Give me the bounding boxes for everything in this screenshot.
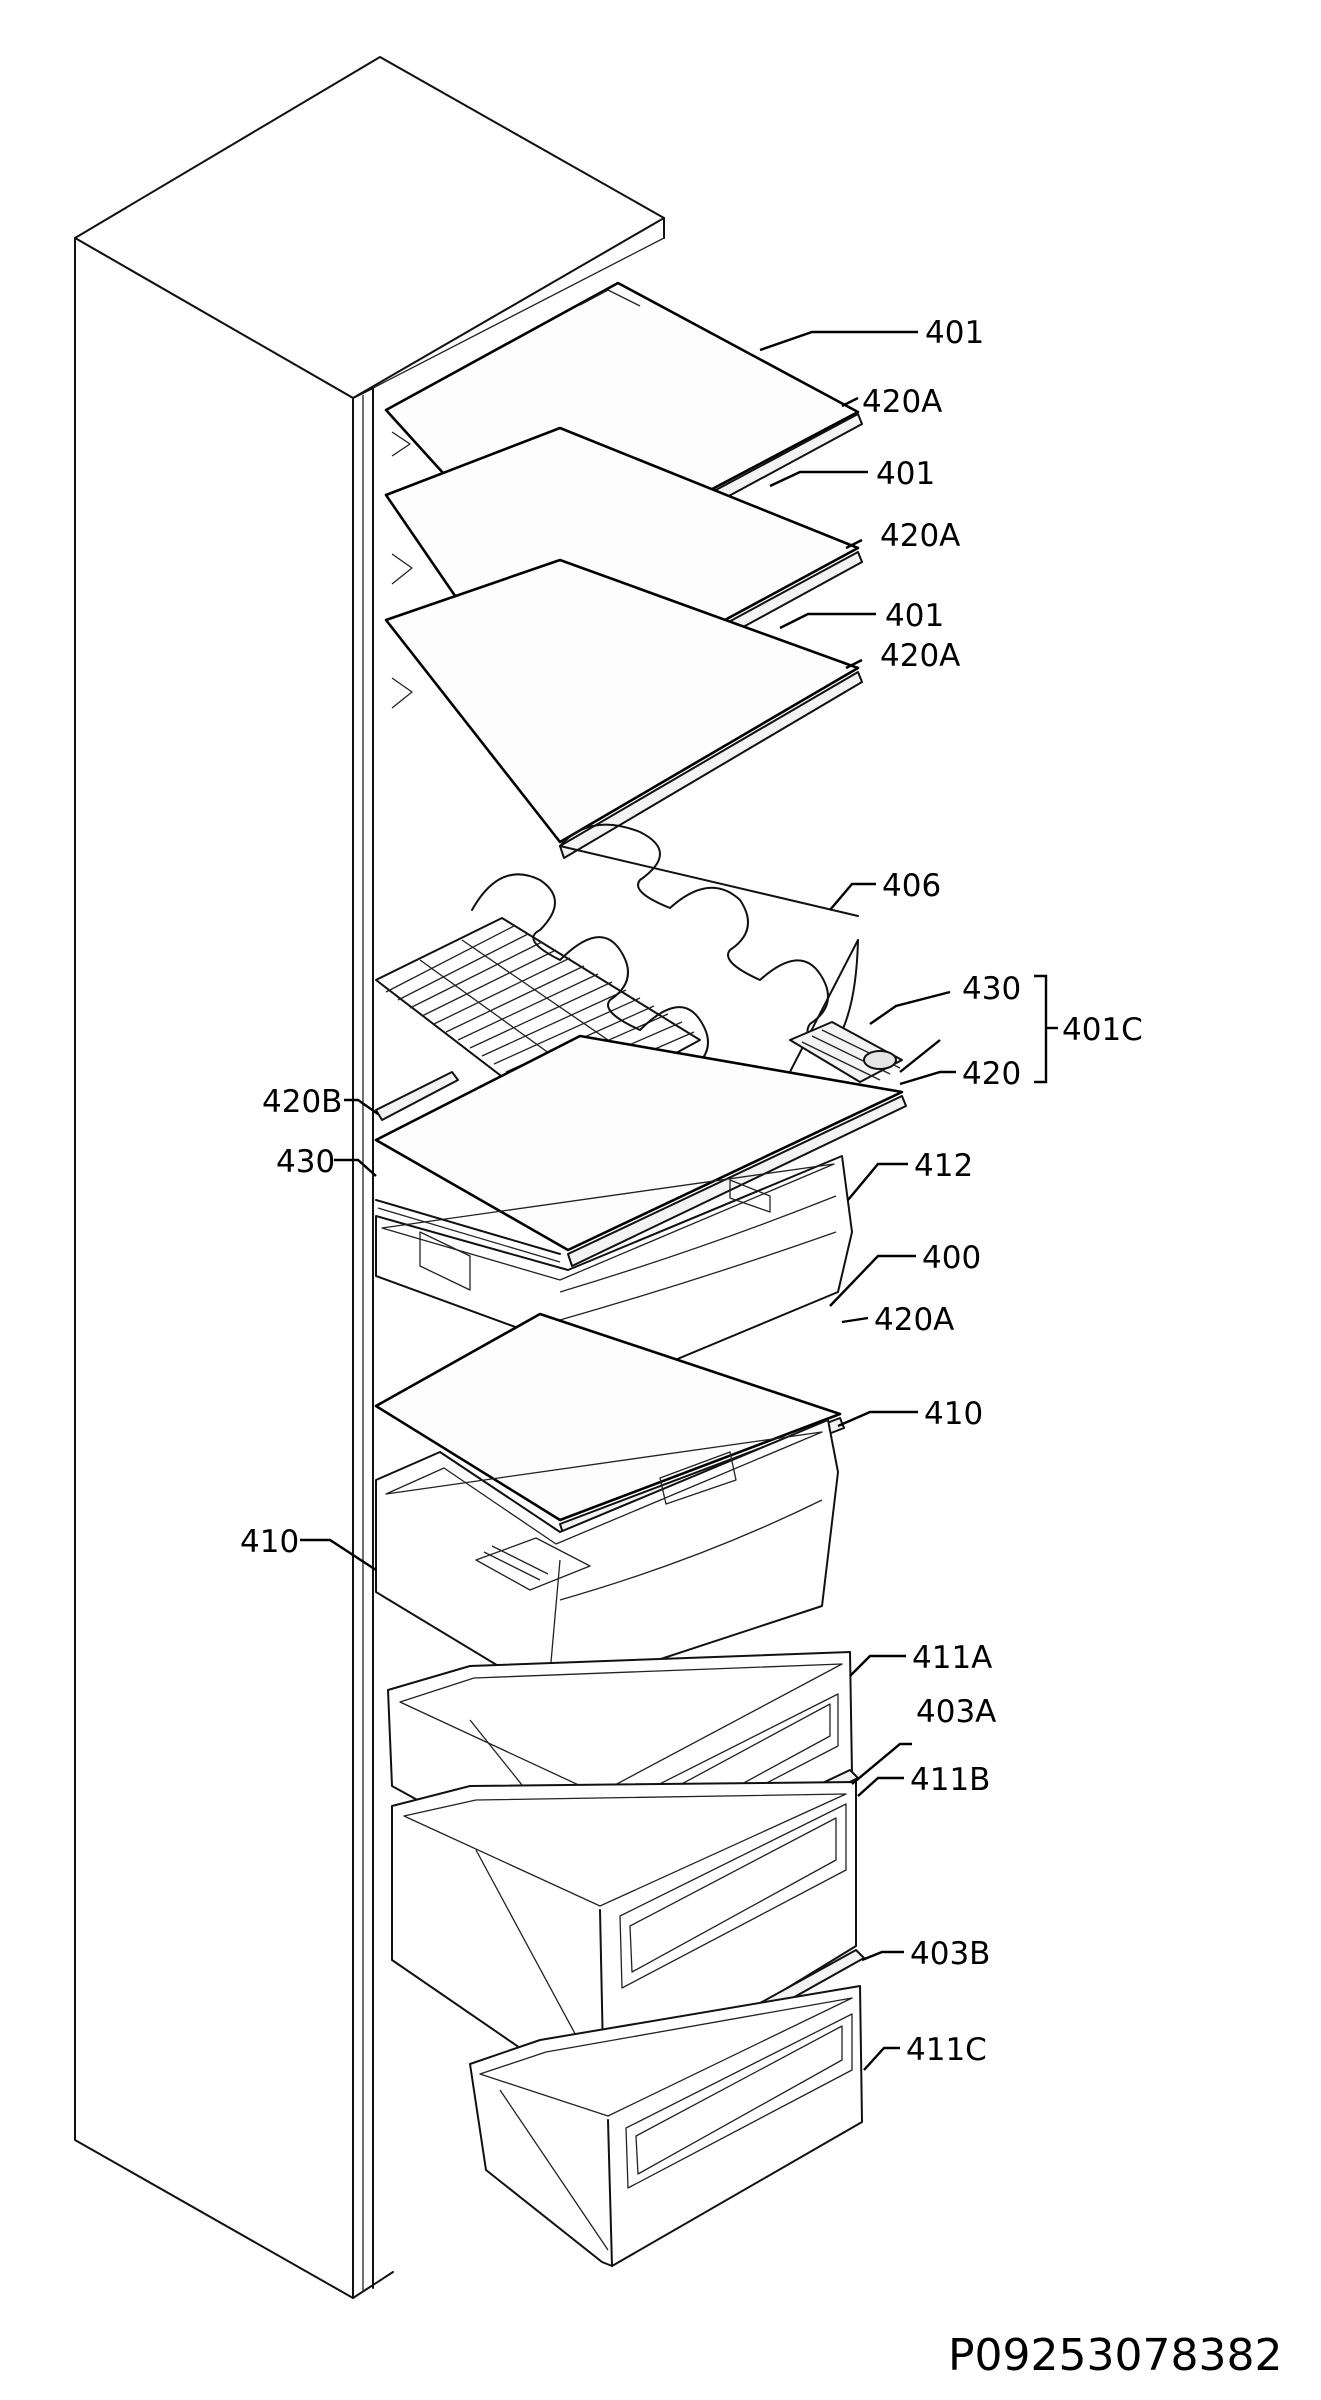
- callout-406: 406: [882, 868, 941, 904]
- drawer-411c: [469, 1985, 863, 2267]
- callout-411a: 411A: [912, 1640, 992, 1676]
- glass-shelf-400: [374, 1312, 842, 1522]
- trim-strip-420: [567, 1095, 907, 1267]
- callout-420: 420: [962, 1056, 1021, 1092]
- callout-430-right: 430: [962, 971, 1021, 1007]
- drawing-code: P09253078382: [948, 2330, 1282, 2381]
- callout-420b: 420B: [262, 1084, 342, 1120]
- callout-420a-a: 420A: [862, 384, 942, 420]
- callout-420a-d: 420A: [874, 1302, 954, 1338]
- callout-400: 400: [922, 1240, 981, 1276]
- callout-412: 412: [914, 1148, 973, 1184]
- leader-lines: [300, 330, 1058, 2071]
- callout-411b: 411B: [910, 1762, 990, 1798]
- glass-shelf-401c: [374, 1034, 904, 1252]
- trim-strip-3: [559, 671, 863, 859]
- callout-410-left: 410: [240, 1524, 299, 1560]
- callout-403a: 403A: [916, 1694, 996, 1730]
- fridge-cabinet: [74, 56, 665, 2299]
- callout-401-b: 401: [876, 456, 935, 492]
- callout-420a-c: 420A: [880, 638, 960, 674]
- drawer-411b: [391, 1781, 857, 2101]
- callout-430-left: 430: [276, 1144, 335, 1180]
- callout-410-right: 410: [924, 1396, 983, 1432]
- crisper-cover-right: [789, 1021, 903, 1083]
- callout-403b: 403B: [910, 1936, 990, 1972]
- trim-strip-420b: [375, 1071, 459, 1121]
- callout-401-a: 401: [925, 315, 984, 351]
- callout-420a-b: 420A: [880, 518, 960, 554]
- crisper-cover-left: [375, 1199, 561, 1263]
- callout-401-c: 401: [885, 598, 944, 634]
- callout-411c: 411C: [906, 2032, 987, 2068]
- callout-401c: 401C: [1062, 1012, 1143, 1048]
- glass-shelf-3: [384, 558, 860, 844]
